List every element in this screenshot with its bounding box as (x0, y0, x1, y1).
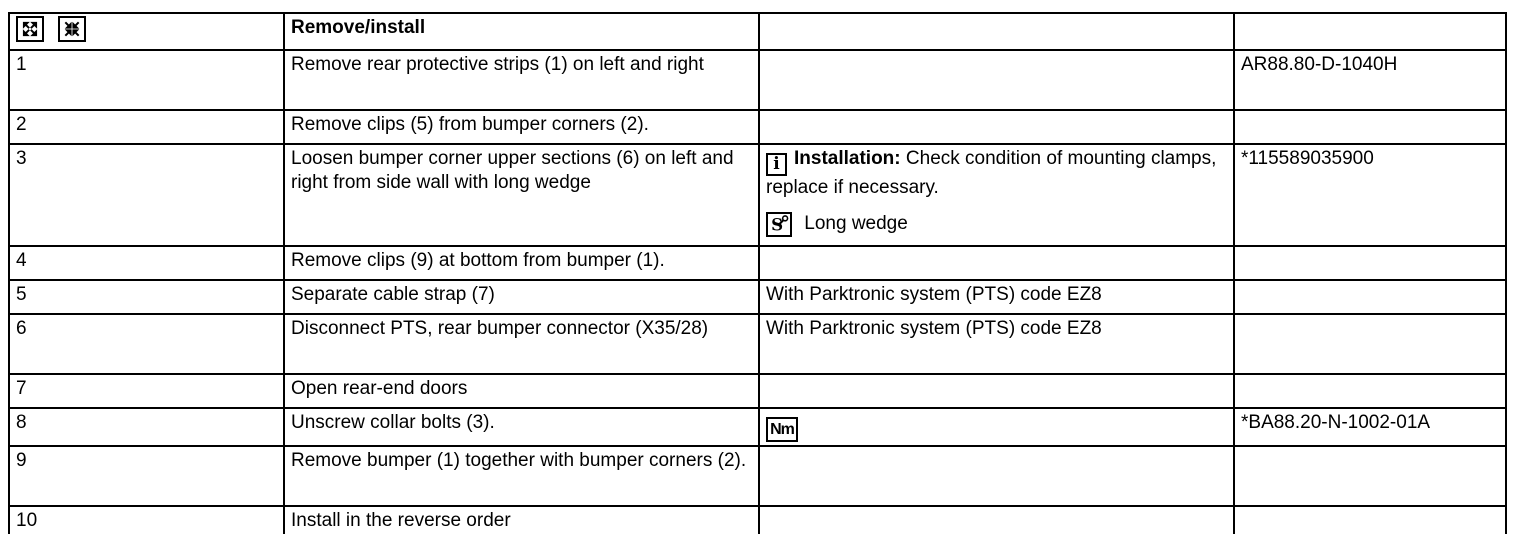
svg-text:S: S (771, 215, 783, 235)
step-number: 2 (8, 109, 285, 145)
doc-reference (1233, 109, 1507, 145)
step-note (758, 49, 1235, 111)
header-title: Remove/install (283, 12, 760, 51)
step-number: 7 (8, 373, 285, 409)
step-number: 10 (8, 505, 285, 534)
table-row: 4 Remove clips (9) at bottom from bumper… (8, 245, 1507, 281)
step-number: 5 (8, 279, 285, 315)
step-note (758, 109, 1235, 145)
step-description: Remove clips (9) at bottom from bumper (… (283, 245, 760, 281)
tool-label: Long wedge (804, 212, 908, 234)
doc-reference (1233, 445, 1507, 507)
table-row: 7 Open rear-end doors (8, 373, 1507, 409)
header-ref-cell (1233, 12, 1507, 51)
step-description: Separate cable strap (7) (283, 279, 760, 315)
table-row: 8 Unscrew collar bolts (3). Nm *BA88.20-… (8, 407, 1507, 447)
table-row: 1 Remove rear protective strips (1) on l… (8, 49, 1507, 111)
special-tool-note: S Long wedge (766, 211, 1227, 237)
step-number: 6 (8, 313, 285, 375)
tool-part-number-link[interactable]: *115589035900 (1233, 143, 1507, 247)
table-row: 10 Install in the reverse order (8, 505, 1507, 534)
collapse-all-icon[interactable] (58, 16, 87, 42)
step-note: Nm (758, 407, 1235, 447)
header-icons-cell (8, 12, 285, 51)
special-tool-icon: S (766, 211, 792, 237)
step-number: 8 (8, 407, 285, 447)
step-note: With Parktronic system (PTS) code EZ8 (758, 279, 1235, 315)
torque-spec-link[interactable]: *BA88.20-N-1002-01A (1233, 407, 1507, 447)
expand-all-icon[interactable] (16, 16, 44, 42)
step-number: 4 (8, 245, 285, 281)
doc-reference (1233, 279, 1507, 315)
table-row: 2 Remove clips (5) from bumper corners (… (8, 109, 1507, 145)
step-description: Install in the reverse order (283, 505, 760, 534)
doc-reference (1233, 505, 1507, 534)
table-row: 9 Remove bumper (1) together with bumper… (8, 445, 1507, 507)
procedure-table: Remove/install 1 Remove rear protective … (8, 12, 1507, 534)
step-description: Remove bumper (1) together with bumper c… (283, 445, 760, 507)
header-note-cell (758, 12, 1235, 51)
step-note (758, 445, 1235, 507)
step-description: Loosen bumper corner upper sections (6) … (283, 143, 760, 247)
doc-reference (1233, 373, 1507, 409)
step-description: Remove clips (5) from bumper corners (2)… (283, 109, 760, 145)
table-header-row: Remove/install (8, 12, 1507, 51)
step-note (758, 373, 1235, 409)
doc-reference (1233, 313, 1507, 375)
step-description: Remove rear protective strips (1) on lef… (283, 49, 760, 111)
step-note: With Parktronic system (PTS) code EZ8 (758, 313, 1235, 375)
doc-reference (1233, 245, 1507, 281)
step-description: Disconnect PTS, rear bumper connector (X… (283, 313, 760, 375)
table-row: 5 Separate cable strap (7) With Parktron… (8, 279, 1507, 315)
step-note (758, 245, 1235, 281)
step-description: Open rear-end doors (283, 373, 760, 409)
doc-reference-link[interactable]: AR88.80-D-1040H (1233, 49, 1507, 111)
table-row: 3 Loosen bumper corner upper sections (6… (8, 143, 1507, 247)
torque-nm-icon: Nm (766, 417, 798, 442)
table-row: 6 Disconnect PTS, rear bumper connector … (8, 313, 1507, 375)
step-description: Unscrew collar bolts (3). (283, 407, 760, 447)
step-number: 1 (8, 49, 285, 111)
step-number: 9 (8, 445, 285, 507)
step-number: 3 (8, 143, 285, 247)
info-icon: i (766, 153, 787, 176)
procedure-table-wrap: Remove/install 1 Remove rear protective … (8, 12, 1507, 534)
step-note (758, 505, 1235, 534)
